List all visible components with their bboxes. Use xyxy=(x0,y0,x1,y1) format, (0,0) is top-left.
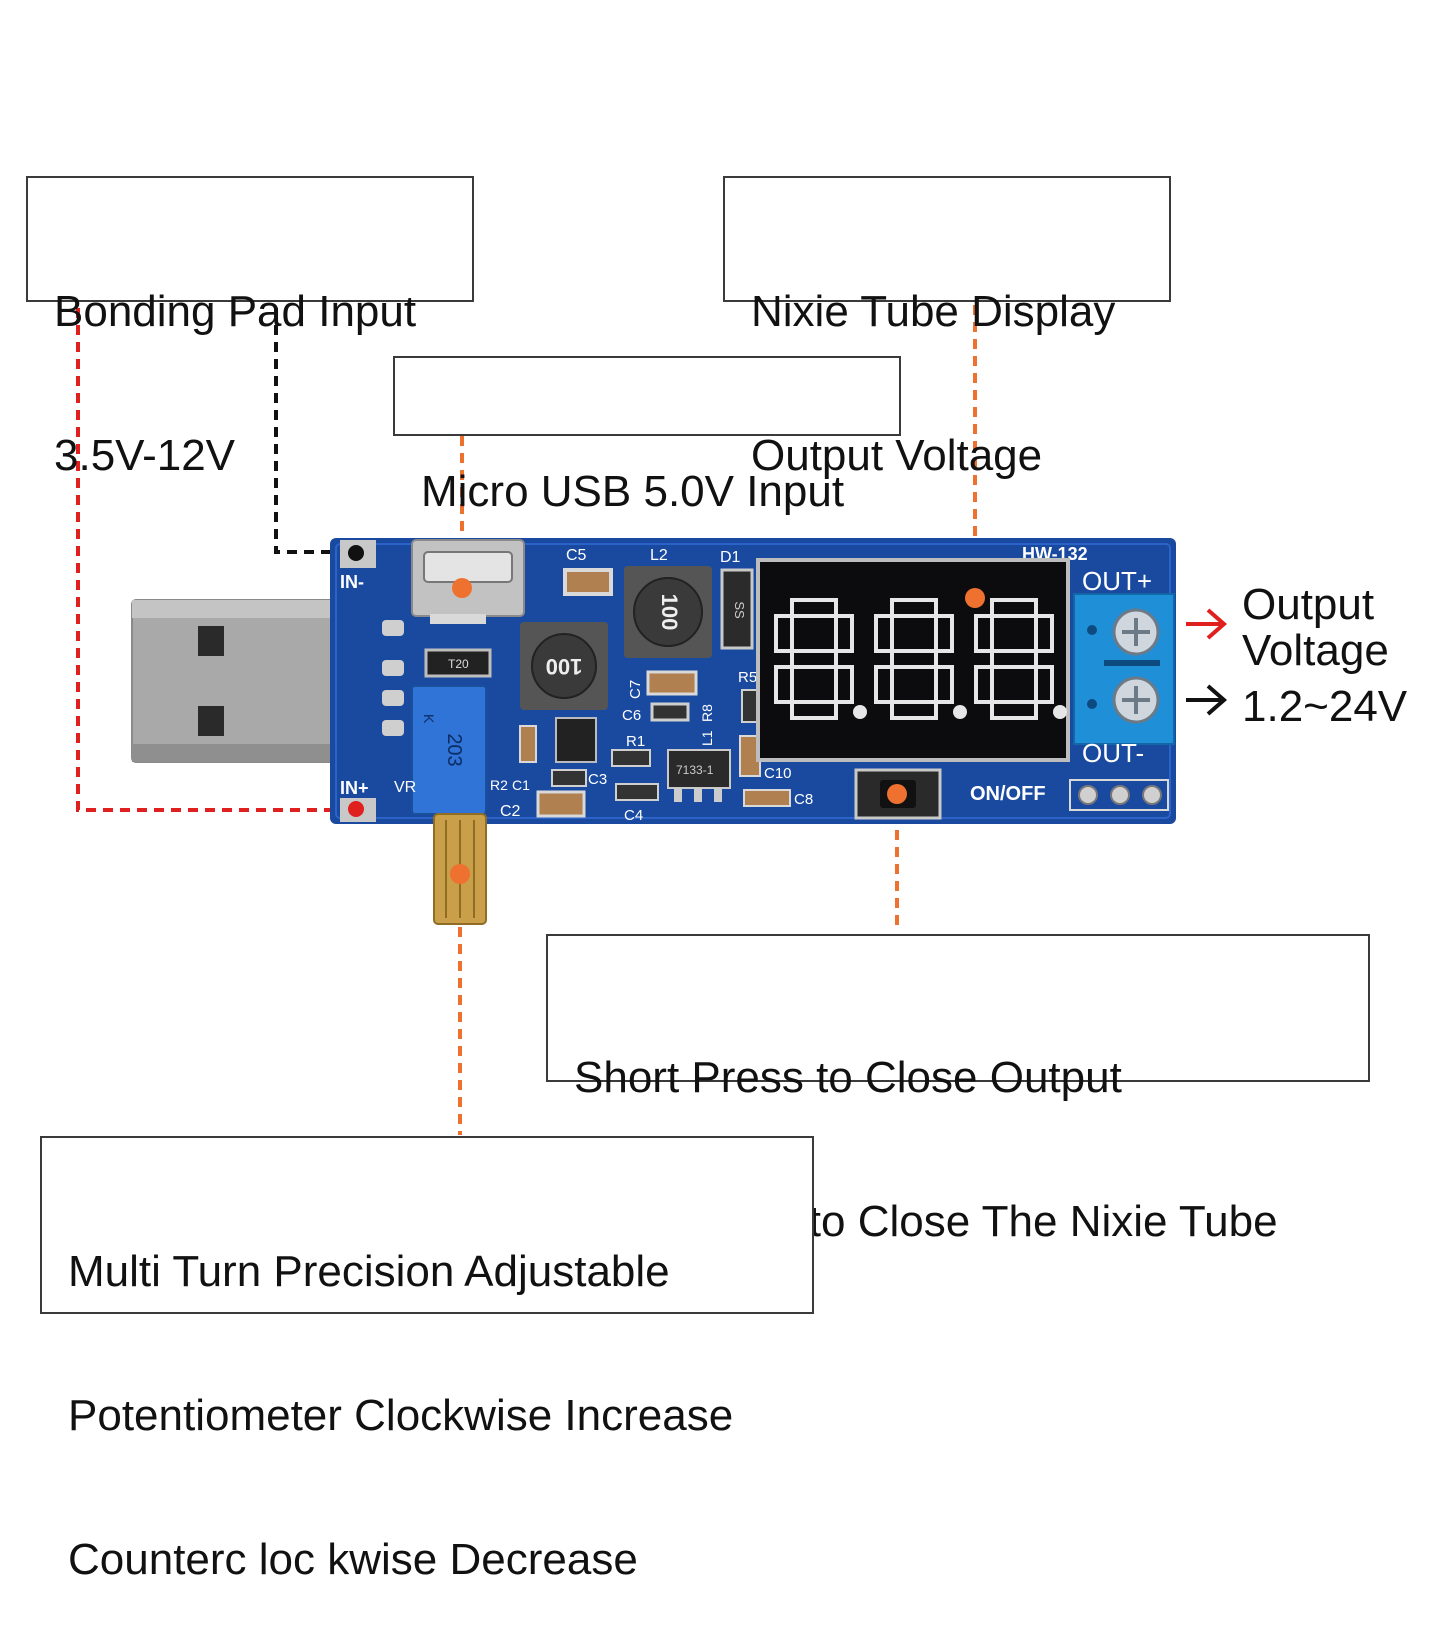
digit-3-decimal-point xyxy=(1053,705,1067,719)
on-off-label: ON/OFF xyxy=(970,783,1046,805)
regulator-7133: 7133-1 xyxy=(667,749,731,802)
digit-2-segment-g xyxy=(890,649,938,669)
in-plus-label: IN+ xyxy=(340,778,369,798)
callout-micro-usb-line-1: Micro USB 5.0V Input xyxy=(421,467,845,516)
output-range: 1.2~24V xyxy=(1242,682,1408,731)
smd-components xyxy=(519,670,791,818)
header-pins xyxy=(1069,779,1169,811)
label-r1: R1 xyxy=(626,733,645,750)
digit-1-segment-f xyxy=(774,614,794,653)
digit-2-segment-f xyxy=(874,614,894,653)
usb-a-plug xyxy=(131,599,383,763)
label-l1: L1 xyxy=(699,730,715,746)
label-l2: L2 xyxy=(650,547,668,564)
leader-dots xyxy=(450,578,985,884)
callout-pot-line-3: Counterc loc kwise Decrease xyxy=(68,1535,638,1584)
callout-pot-line-1: Multi Turn Precision Adjustable xyxy=(68,1247,670,1296)
label-r2: R2 xyxy=(490,777,508,793)
svg-text:T20: T20 xyxy=(448,657,469,671)
label-c4: C4 xyxy=(624,807,643,824)
digit-1-segment-g xyxy=(790,649,838,669)
inductor-l2-marking: 100 xyxy=(657,594,682,631)
diode-d1: SS xyxy=(720,568,754,650)
label-c6: C6 xyxy=(622,707,641,724)
label-vr: VR xyxy=(394,779,416,796)
digit-1-segment-a xyxy=(790,598,838,618)
digit-2-decimal-point xyxy=(953,705,967,719)
label-c8: C8 xyxy=(794,791,813,808)
usb-solder-pins xyxy=(382,620,404,736)
digit-3-segment-f xyxy=(974,614,994,653)
board-diagram: IN- IN+ C5 100 L2 100 SS D1 T20 xyxy=(76,305,1228,1135)
callout-bonding-pad: Bonding Pad Input 3.5V-12V xyxy=(26,176,474,480)
output-label-line-1: Output xyxy=(1242,580,1375,629)
svg-text:7133-1: 7133-1 xyxy=(676,763,714,777)
leader-in-plus xyxy=(76,308,330,812)
digit-2-segment-b xyxy=(934,614,954,653)
label-c5: C5 xyxy=(566,547,587,564)
label-c10: C10 xyxy=(764,765,792,782)
digit-3-segment-c xyxy=(1034,665,1054,704)
callout-nixie-display: Nixie Tube Display Output Voltage xyxy=(723,176,1171,480)
in-minus-pad xyxy=(340,540,376,568)
callout-bonding-pad-line-2: 3.5V-12V xyxy=(54,431,236,480)
digit-3-segment-e xyxy=(974,665,994,704)
digit-1-segment-e xyxy=(774,665,794,704)
pot-marking: 203 xyxy=(443,733,465,766)
inductor-l2: 100 xyxy=(624,566,712,658)
digit-1-segment-d xyxy=(790,700,838,720)
digit-3-segment-a xyxy=(990,598,1038,618)
label-r8: R8 xyxy=(699,704,715,722)
callout-bonding-pad-line-1: Bonding Pad Input xyxy=(54,287,417,336)
inductor-l1: 100 xyxy=(520,622,608,710)
callout-nixie-line-2: Output Voltage xyxy=(751,431,1043,480)
output-label-line-2: Voltage xyxy=(1242,626,1389,675)
digit-1-segment-b xyxy=(834,614,854,653)
digit-1-decimal-point xyxy=(853,705,867,719)
svg-text:K: K xyxy=(421,714,437,724)
digit-2-segment-a xyxy=(890,598,938,618)
label-c2: C2 xyxy=(500,803,521,820)
black-arrow-icon xyxy=(1186,684,1228,716)
output-arrows xyxy=(1186,608,1228,716)
out-minus-label: OUT- xyxy=(1082,738,1144,768)
svg-text:SS: SS xyxy=(732,601,747,619)
potentiometer: 203 K xyxy=(411,685,487,815)
digit-2-segment-c xyxy=(934,665,954,704)
callout-button: Short Press to Close Output Long Press t… xyxy=(546,934,1370,1246)
callout-potentiometer: Multi Turn Precision Adjustable Potentio… xyxy=(40,1136,814,1584)
label-r5: R5 xyxy=(738,669,757,686)
label-c7: C7 xyxy=(627,680,644,699)
label-c1: C1 xyxy=(512,777,530,793)
output-terminal-block xyxy=(1073,593,1175,745)
digit-2-segment-d xyxy=(890,700,938,720)
digit-3-segment-b xyxy=(1034,614,1054,653)
callout-micro-usb: Micro USB 5.0V Input xyxy=(393,356,901,516)
callout-button-line-1: Short Press to Close Output xyxy=(574,1053,1122,1102)
in-minus-label: IN- xyxy=(340,572,364,592)
inductor-l1-marking: 100 xyxy=(546,654,583,679)
label-d1: D1 xyxy=(720,549,741,566)
digit-2-segment-e xyxy=(874,665,894,704)
digit-1-segment-c xyxy=(834,665,854,704)
chip-t20: T20 xyxy=(424,648,492,678)
leader-in-minus xyxy=(274,308,330,554)
seven-segment-display xyxy=(756,558,1070,762)
capacitor-c5 xyxy=(563,568,613,596)
label-c3: C3 xyxy=(588,771,607,788)
red-arrow-icon xyxy=(1186,608,1228,640)
callout-nixie-line-1: Nixie Tube Display xyxy=(751,287,1116,336)
digit-3-segment-g xyxy=(990,649,1038,669)
in-plus-pad xyxy=(340,798,376,822)
out-plus-label: OUT+ xyxy=(1082,566,1152,596)
display-digits xyxy=(774,598,1067,720)
micro-usb-connector xyxy=(411,539,525,624)
digit-3-segment-d xyxy=(990,700,1038,720)
callout-pot-line-2: Potentiometer Clockwise Increase xyxy=(68,1391,734,1440)
